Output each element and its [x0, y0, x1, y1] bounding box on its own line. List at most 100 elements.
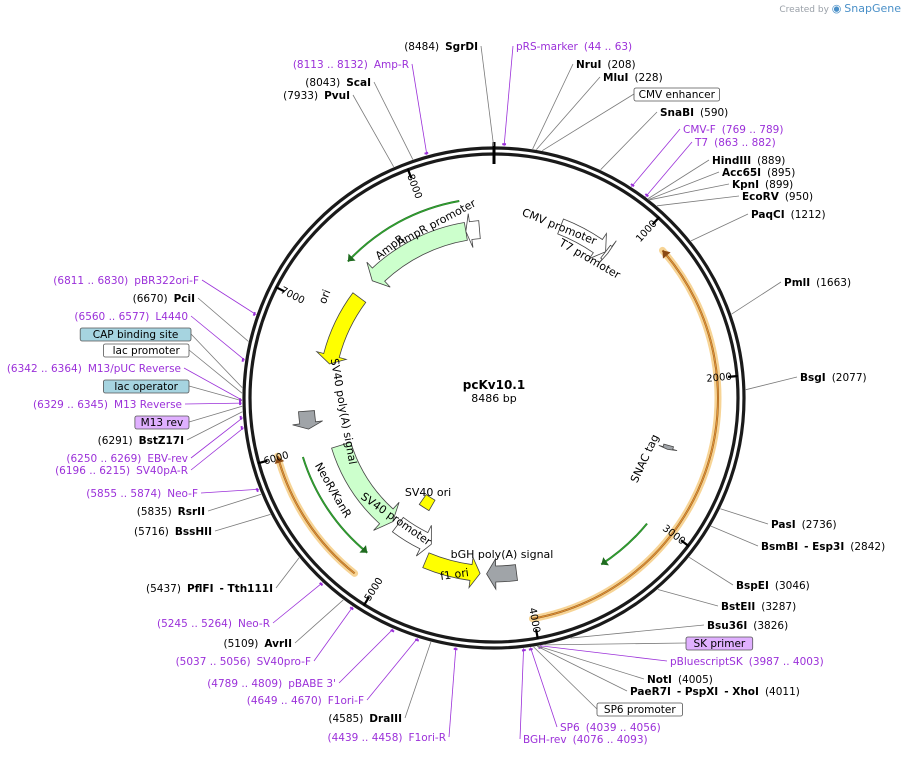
- tick-mark: [651, 216, 661, 226]
- leader-rsrii: [207, 493, 262, 512]
- orf-1-inner: [532, 250, 719, 620]
- watermark-brand: SnapGene: [844, 2, 901, 15]
- leader-avrii: [294, 599, 344, 644]
- pcii-name: PciI: [174, 293, 195, 305]
- plasmid-center-title: pcKv10.1 8486 bp: [463, 378, 525, 405]
- ecorv-pos: (950): [785, 191, 813, 203]
- tick-mark: [680, 539, 690, 548]
- leader-ecorv: [656, 195, 740, 207]
- primer-mark: [252, 311, 256, 317]
- leader-sv40pro-f: [313, 606, 354, 662]
- feature-sv40-ori: [418, 494, 436, 512]
- leader-cmv-enhancer: [542, 93, 635, 151]
- enzyme-label-pasi: PasI(2736): [771, 519, 837, 531]
- primer-label-bgh-rev: BGH-rev(4076 .. 4093): [523, 734, 648, 746]
- orf-2-arrowhead: [601, 557, 609, 566]
- acc65i-name: Acc65I: [722, 167, 761, 179]
- orf-5-inner: [347, 200, 460, 262]
- cmv-f-name: CMV-F: [683, 124, 716, 136]
- primer-label-pbluescriptsk: pBluescriptSK(3987 .. 4003): [670, 656, 824, 668]
- sv40pa-r-name: SV40pA-R: [136, 465, 188, 477]
- tick-label: 5000: [363, 576, 386, 603]
- tick-mark: [406, 168, 413, 179]
- bsshii-name: BssHII: [175, 526, 212, 538]
- tick-label: 7000: [278, 285, 306, 306]
- hindiii-name: HindIII: [712, 155, 751, 167]
- neo-f-pos: (5855 .. 5874): [86, 488, 161, 500]
- primer-label-amp-r: (8113 .. 8132)Amp-R: [293, 59, 409, 71]
- feature-box-sk-primer: [685, 636, 754, 651]
- feature-box-sp6-promoter: [596, 702, 683, 717]
- leader-lac-operator: [188, 385, 243, 402]
- primer-label-sv40pa-r: (6196 .. 6215)SV40pA-R: [55, 465, 188, 477]
- primer-label-f1ori-r: (4439 .. 4458) F1ori-R: [328, 732, 446, 744]
- primer-label-l4440: (6560 .. 6577)L4440: [74, 311, 188, 323]
- primer-mark: [349, 606, 354, 611]
- enzyme-label-pvui: (7933)PvuI: [283, 90, 350, 102]
- kpni-name: KpnI: [732, 179, 759, 191]
- bsmbi-name2: - Esp3I: [804, 541, 844, 553]
- pflfi-pos: (5437): [146, 583, 181, 595]
- paer7i-name2: - PspXI: [677, 686, 718, 698]
- enzyme-label-sgrdi: (8484) SgrDI: [404, 41, 478, 53]
- orf-4-inner: [277, 455, 355, 574]
- tick-mark: [727, 374, 739, 378]
- feature-snac-tag: [658, 443, 678, 452]
- leader-cmv-f: [631, 128, 681, 188]
- m13-reverse-pos: (6329 .. 6345): [33, 399, 108, 411]
- primer-mark: [630, 183, 635, 187]
- leader-prs-marker: [503, 45, 514, 147]
- feature-box-label-m13-rev: M13 rev: [141, 417, 184, 429]
- leader-paer7i: [536, 645, 628, 692]
- sp6-pos: (4039 .. 4056): [586, 722, 661, 734]
- sgrdi-pos: (8484): [404, 41, 439, 53]
- paer7i-name3: - XhoI: [724, 686, 759, 698]
- f1ori-r-pos: (4439 .. 4458): [328, 732, 403, 744]
- primer-label-neo-f: (5855 .. 5874)Neo-F: [86, 488, 198, 500]
- tick-label: 8000: [404, 173, 423, 201]
- bsgi-pos: (2077): [832, 372, 867, 384]
- enzyme-label-pmli: PmlI(1663): [784, 277, 851, 289]
- sgrdi-name: SgrDI: [445, 41, 478, 53]
- pmli-pos: (1663): [816, 277, 851, 289]
- leader-paqci: [690, 213, 749, 242]
- pbabe-3-pos: (4789 .. 4809): [207, 678, 282, 690]
- enzyme-label-rsrii: (5835)RsrII: [137, 506, 205, 518]
- pbr322ori-f-name: pBR322ori-F: [134, 275, 199, 287]
- cmv-f-pos: (769 .. 789): [722, 124, 784, 136]
- bsu36i-name: Bsu36I: [707, 620, 747, 632]
- enzyme-label-noti: NotI(4005): [647, 674, 713, 686]
- leader-sk-primer: [544, 642, 687, 646]
- l4440-name: L4440: [155, 311, 188, 323]
- t7-name: T7: [694, 137, 708, 149]
- leader-bsgi: [745, 376, 798, 391]
- bsgi-name: BsgI: [800, 372, 826, 384]
- nrui-name: NruI: [576, 59, 601, 71]
- noti-pos: (4005): [678, 674, 713, 686]
- feature-bgh-poly-a-signal: [486, 557, 518, 591]
- feature-ampr: [366, 222, 468, 288]
- mlui-pos: (228): [634, 72, 662, 84]
- enzyme-label-pcii: (6670)PciI: [133, 293, 195, 305]
- leader-kpni: [649, 183, 730, 201]
- f1ori-r-name: F1ori-R: [409, 732, 446, 744]
- tick-mark: [362, 596, 371, 607]
- plasmid-length: 8486 bp: [471, 392, 516, 405]
- leader-bspei: [689, 557, 734, 586]
- leader-ebv-rev: [190, 417, 244, 459]
- leader-pvui: [352, 94, 395, 168]
- bsshii-pos: (5716): [134, 526, 169, 538]
- orf-4-arrowhead: [274, 456, 285, 464]
- avrii-name: AvrII: [264, 638, 292, 650]
- enzyme-label-pflfi: (5437)PflFI- Tth111I: [146, 583, 273, 595]
- bspei-name: BspEI: [736, 580, 769, 592]
- enzyme-label-bstz17i: (6291)BstZ17I: [98, 435, 184, 447]
- feature-box-label-sk-primer: SK primer: [693, 638, 745, 650]
- feature-f1-ori: [422, 552, 481, 589]
- snabi-pos: (590): [700, 107, 728, 119]
- enzyme-label-ecorv: EcoRV(950): [742, 191, 813, 203]
- enzyme-label-paqci: PaqCI(1212): [751, 209, 826, 221]
- amp-r-name: Amp-R: [374, 59, 409, 71]
